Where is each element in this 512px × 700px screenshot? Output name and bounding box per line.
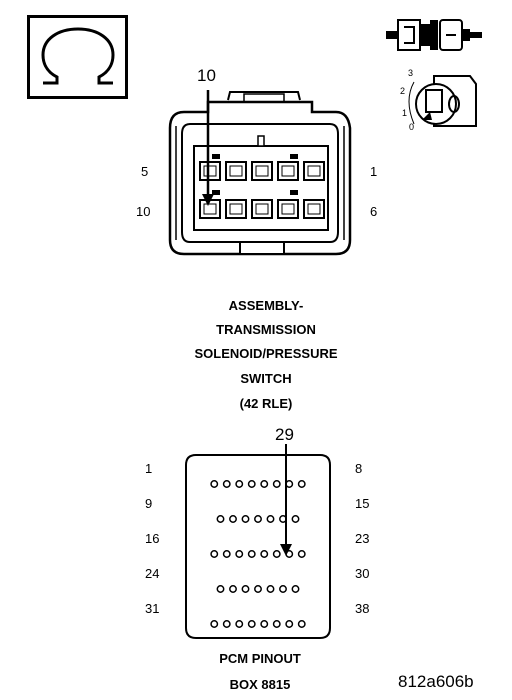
pcm-row-3-left: 16 [145, 531, 160, 546]
pcm-pin-6 [272, 480, 281, 488]
pcm-pin-20 [260, 550, 269, 558]
pcm-pin-32 [222, 620, 231, 628]
pcm-pin-8 [297, 480, 306, 488]
solenoid-pin-label-6: 6 [370, 204, 378, 219]
pcm-pin-34 [247, 620, 256, 628]
solenoid-connector [160, 90, 360, 260]
pcm-pin-26 [241, 585, 250, 593]
pcm-row-2-left: 9 [145, 496, 153, 511]
pcm-caption-line-2: BOX 8815 [229, 677, 291, 692]
pcm-pin-13 [266, 515, 275, 523]
pcm-pin-25 [229, 585, 237, 593]
pcm-pin-19 [247, 550, 256, 558]
pcm-pin-17 [222, 550, 231, 558]
pcm-callout-label: 29 [275, 425, 294, 444]
pcm-pin-11 [241, 515, 250, 523]
caption-line-1: ASSEMBLY- [228, 298, 304, 313]
pcm-pin-24 [216, 585, 225, 593]
pcm-pin-28 [266, 585, 275, 593]
ohm-legend-box [27, 15, 128, 99]
pcm-pin-2 [222, 480, 231, 488]
pcm-pin-31 [210, 620, 219, 628]
pcm-pin-18 [235, 550, 244, 558]
solenoid-pin-label-5: 5 [141, 164, 149, 179]
pcm-pin-35 [260, 620, 269, 628]
solenoid-callout-label: 10 [197, 66, 216, 85]
pcm-row-5-right: 38 [355, 601, 370, 616]
pcm-pin-1 [210, 480, 219, 488]
pcm-pin-29 [279, 585, 287, 593]
dial-icon: 3 2 1 0 [392, 68, 482, 136]
pcm-pin-23 [297, 550, 306, 558]
ohm-icon [27, 15, 128, 99]
pcm-row-1-left: 1 [145, 461, 153, 476]
pcm-pin-38 [297, 620, 306, 628]
pcm-pin-12 [254, 515, 262, 523]
pcm-pin-10 [229, 515, 237, 523]
dial-label-1: 1 [402, 108, 408, 118]
pcm-connector [180, 440, 340, 640]
pcm-row-3-right: 23 [355, 531, 370, 546]
pcm-pin-37 [285, 620, 294, 628]
pcm-pin-36 [272, 620, 281, 628]
solenoid-pin-label-10: 10 [136, 204, 151, 219]
pcm-pin-9 [216, 515, 225, 523]
caption-line-3: SOLENOID/PRESSURE [194, 346, 338, 361]
solenoid-pin-label-1: 1 [370, 164, 378, 179]
pcm-row-4-left: 24 [145, 566, 160, 581]
caption-line-4: SWITCH [240, 371, 292, 386]
pcm-pin-15 [291, 515, 300, 523]
caption-line-2: TRANSMISSION [216, 322, 316, 337]
figure-reference: 812a606b [398, 672, 474, 691]
pcm-caption-line-1: PCM PINOUT [219, 651, 301, 666]
pcm-pin-4 [247, 480, 256, 488]
pcm-pin-30 [291, 585, 300, 593]
dial-label-2: 2 [400, 86, 406, 96]
pcm-row-4-right: 30 [355, 566, 370, 581]
pcm-pin-5 [260, 480, 269, 488]
pcm-row-5-left: 31 [145, 601, 160, 616]
connector-icon [384, 14, 484, 58]
dial-label-0: 0 [409, 122, 415, 132]
pcm-pin-7 [285, 480, 294, 488]
pcm-pin-33 [235, 620, 244, 628]
pcm-pin-3 [235, 480, 244, 488]
caption-line-5: (42 RLE) [239, 396, 293, 411]
pcm-row-1-right: 8 [355, 461, 363, 476]
dial-label-3: 3 [408, 68, 414, 78]
pcm-row-2-right: 15 [355, 496, 370, 511]
pcm-pin-16 [210, 550, 219, 558]
pcm-pin-21 [272, 550, 281, 558]
pcm-pin-27 [254, 585, 262, 593]
